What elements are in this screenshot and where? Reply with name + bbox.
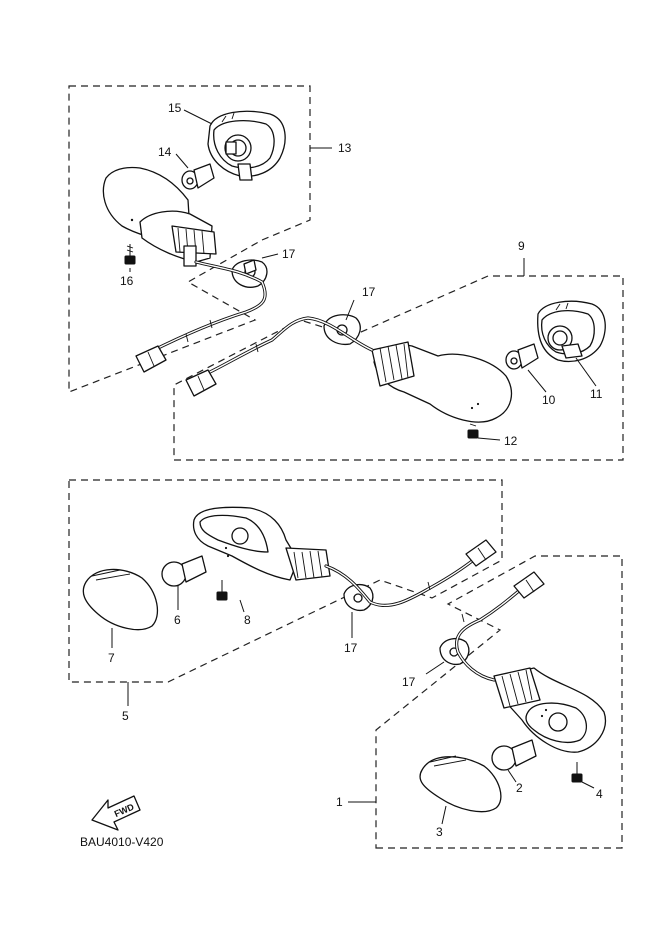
callout-15: 15 xyxy=(168,101,182,115)
lens-3 xyxy=(419,755,502,813)
screw-8 xyxy=(216,580,228,601)
connector-5 xyxy=(465,539,497,567)
bulb-10 xyxy=(505,343,539,370)
turn-signal-body-upper-right xyxy=(371,341,513,423)
callout-17a: 17 xyxy=(282,247,296,261)
callout-17b: 17 xyxy=(362,285,376,299)
bulb-14 xyxy=(181,163,215,190)
callout-1: 1 xyxy=(336,795,343,809)
drawing-code: BAU4010-V420 xyxy=(80,835,164,849)
wire-harness-9 xyxy=(208,316,374,374)
lens-socket-15 xyxy=(207,110,286,181)
connector-1 xyxy=(513,571,545,599)
screw-12 xyxy=(467,423,479,439)
frame-group-13 xyxy=(68,85,311,393)
callout-10: 10 xyxy=(542,393,556,407)
leader-lines xyxy=(111,109,597,825)
wire-harness-1 xyxy=(455,588,522,682)
callout-14: 14 xyxy=(158,145,172,159)
turn-signal-body-upper-left xyxy=(102,166,217,267)
frame-group-9 xyxy=(173,275,624,461)
bulb-6 xyxy=(161,555,207,587)
screw-4 xyxy=(571,762,583,783)
callout-13: 13 xyxy=(338,141,352,155)
frame-group-5 xyxy=(68,479,503,683)
callout-4: 4 xyxy=(596,787,603,801)
callout-2: 2 xyxy=(516,781,523,795)
callout-7: 7 xyxy=(108,651,115,665)
lens-7 xyxy=(82,568,159,631)
callout-3: 3 xyxy=(436,825,443,839)
connector-9 xyxy=(185,369,217,397)
callout-9: 9 xyxy=(518,239,525,253)
callout-12: 12 xyxy=(504,434,518,448)
turn-signal-body-lower-left xyxy=(192,506,331,581)
wire-harness-13 xyxy=(148,260,267,354)
turn-signal-body-lower-right xyxy=(493,667,606,753)
callout-17d: 17 xyxy=(402,675,416,689)
bulb-2 xyxy=(491,739,537,771)
wire-harness-5 xyxy=(324,556,478,608)
callout-5: 5 xyxy=(122,709,129,723)
screw-16 xyxy=(124,244,136,265)
callout-6: 6 xyxy=(174,613,181,627)
callout-17c: 17 xyxy=(344,641,358,655)
lens-socket-11 xyxy=(537,300,606,363)
frame-group-1 xyxy=(375,555,623,849)
callout-11: 11 xyxy=(590,387,603,401)
callout-16: 16 xyxy=(120,274,134,288)
connector-13 xyxy=(135,345,167,373)
fwd-arrow-icon: FWD xyxy=(91,795,141,831)
callout-8: 8 xyxy=(244,613,251,627)
